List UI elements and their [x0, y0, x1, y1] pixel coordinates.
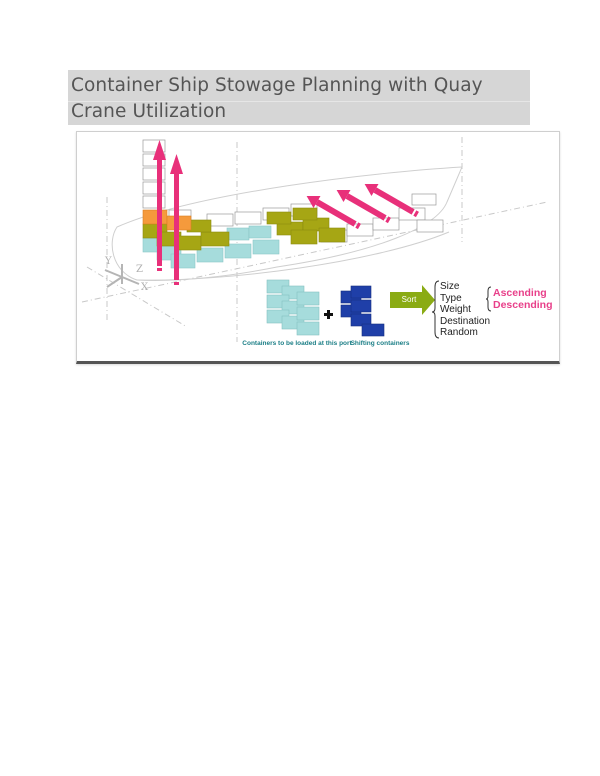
svg-text:X: X [141, 282, 149, 293]
sort-order: Ascending [493, 287, 547, 299]
svg-text:Z: Z [136, 264, 143, 275]
document-title-bar: Container Ship Stowage Planning with Qua… [68, 70, 530, 125]
sort-button-label: Sort [401, 295, 417, 304]
sort-order-list: Ascending Descending [493, 287, 553, 311]
svg-text:Y: Y [104, 256, 112, 267]
sort-criterion: Random [440, 327, 478, 338]
axis-gizmo-icon [104, 264, 140, 288]
brace-icons [431, 280, 492, 339]
sort-criterion: Weight [440, 304, 471, 315]
caption-containers-to-load: Containers to be loaded at this port [242, 340, 352, 347]
sort-order: Descending [493, 299, 553, 311]
stowage-diagram: Y Z X [76, 131, 560, 364]
sort-arrow-icon [390, 285, 435, 315]
sort-criterion: Type [440, 292, 462, 304]
shifting-containers-stack [340, 285, 385, 337]
caption-shifting-containers: Shifting containers [350, 340, 410, 347]
sort-criterion: Destination [440, 315, 491, 327]
olive-containers [142, 207, 346, 251]
title-divider [68, 101, 530, 102]
sort-criterion: Size [440, 281, 460, 292]
document-title: Container Ship Stowage Planning with Qua… [71, 75, 483, 122]
teal-containers [142, 225, 280, 269]
ship-illustration: Y Z X [81, 137, 548, 342]
diagonal-load-arrows [306, 183, 419, 230]
containers-to-load-stack [266, 279, 320, 336]
axis-letters: Y Z X [104, 256, 149, 293]
sort-criteria-list: Size Type Weight Destination Random [440, 281, 490, 339]
vertical-unload-arrows [153, 140, 183, 285]
plus-icon [324, 310, 333, 319]
